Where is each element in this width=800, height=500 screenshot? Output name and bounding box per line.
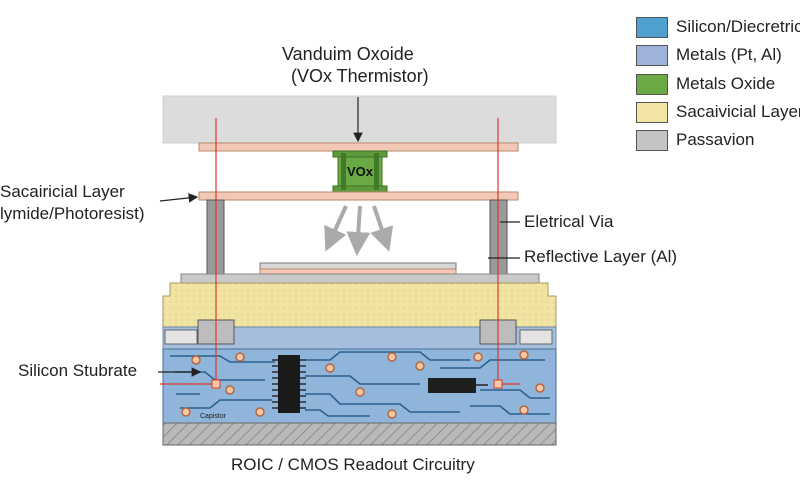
legend-item-metal-oxide: Metals Oxide — [636, 73, 775, 95]
legend-label-sacrificial: Sacaivicial Layer — [676, 102, 800, 121]
infrared-arrows — [324, 205, 394, 256]
vox-title-label: Vanduim Oxoide — [282, 44, 414, 64]
sacrificial-leader — [159, 193, 199, 203]
legend-label-metals: Metals (Pt, Al) — [676, 45, 782, 64]
legend-item-sacrificial: Sacaivicial Layer — [636, 101, 800, 123]
silicon-substrate-label: Silicon Stubrate — [18, 361, 138, 380]
lower-metal-bridge — [198, 191, 519, 201]
electrical-via-label: Eletrical Via — [524, 212, 614, 231]
legend-item-metals: Metals (Pt, Al) — [636, 44, 782, 66]
resistor-component — [428, 378, 476, 393]
legend-swatch-silicon — [636, 16, 668, 38]
vox-thermistor: VOx — [332, 150, 388, 193]
legend-swatch-passivation — [636, 129, 668, 151]
legend-swatch-metals — [636, 44, 668, 66]
legend-label-silicon: Silicon/Diecretric — [676, 17, 800, 36]
legend-label-metal-oxide: Metals Oxide — [676, 74, 776, 93]
legend-item-silicon: Silicon/Diecretric — [636, 16, 800, 38]
sacrificial-label-line2: lymide/Photoresist) — [0, 204, 145, 223]
vox-subtitle-label: (VOx Thermistor) — [291, 66, 429, 86]
roic-base-layer — [162, 422, 557, 446]
reflective-layer — [259, 262, 457, 270]
vox-chip-label: VOx — [347, 164, 374, 179]
passivation-step — [180, 273, 540, 284]
sacrificial-label-line1: Sacairicial Layer — [0, 182, 125, 201]
capacitor-label: Capistor — [200, 413, 227, 420]
legend-swatch-metal-oxide — [636, 73, 668, 95]
via-signal-lines — [160, 118, 520, 385]
legend-item-passivation: Passavion — [636, 129, 754, 151]
legend-swatch-sacrificial — [636, 101, 668, 123]
legend-label-passivation: Passavion — [676, 130, 755, 149]
readout-ic-chip — [272, 355, 306, 413]
reflective-layer-label: Reflective Layer (Al) — [524, 247, 678, 266]
roic-label: ROIC / CMOS Readout Circuitry — [231, 455, 475, 474]
top-passivation-slab — [162, 95, 557, 144]
upper-metal-bridge — [198, 142, 519, 152]
